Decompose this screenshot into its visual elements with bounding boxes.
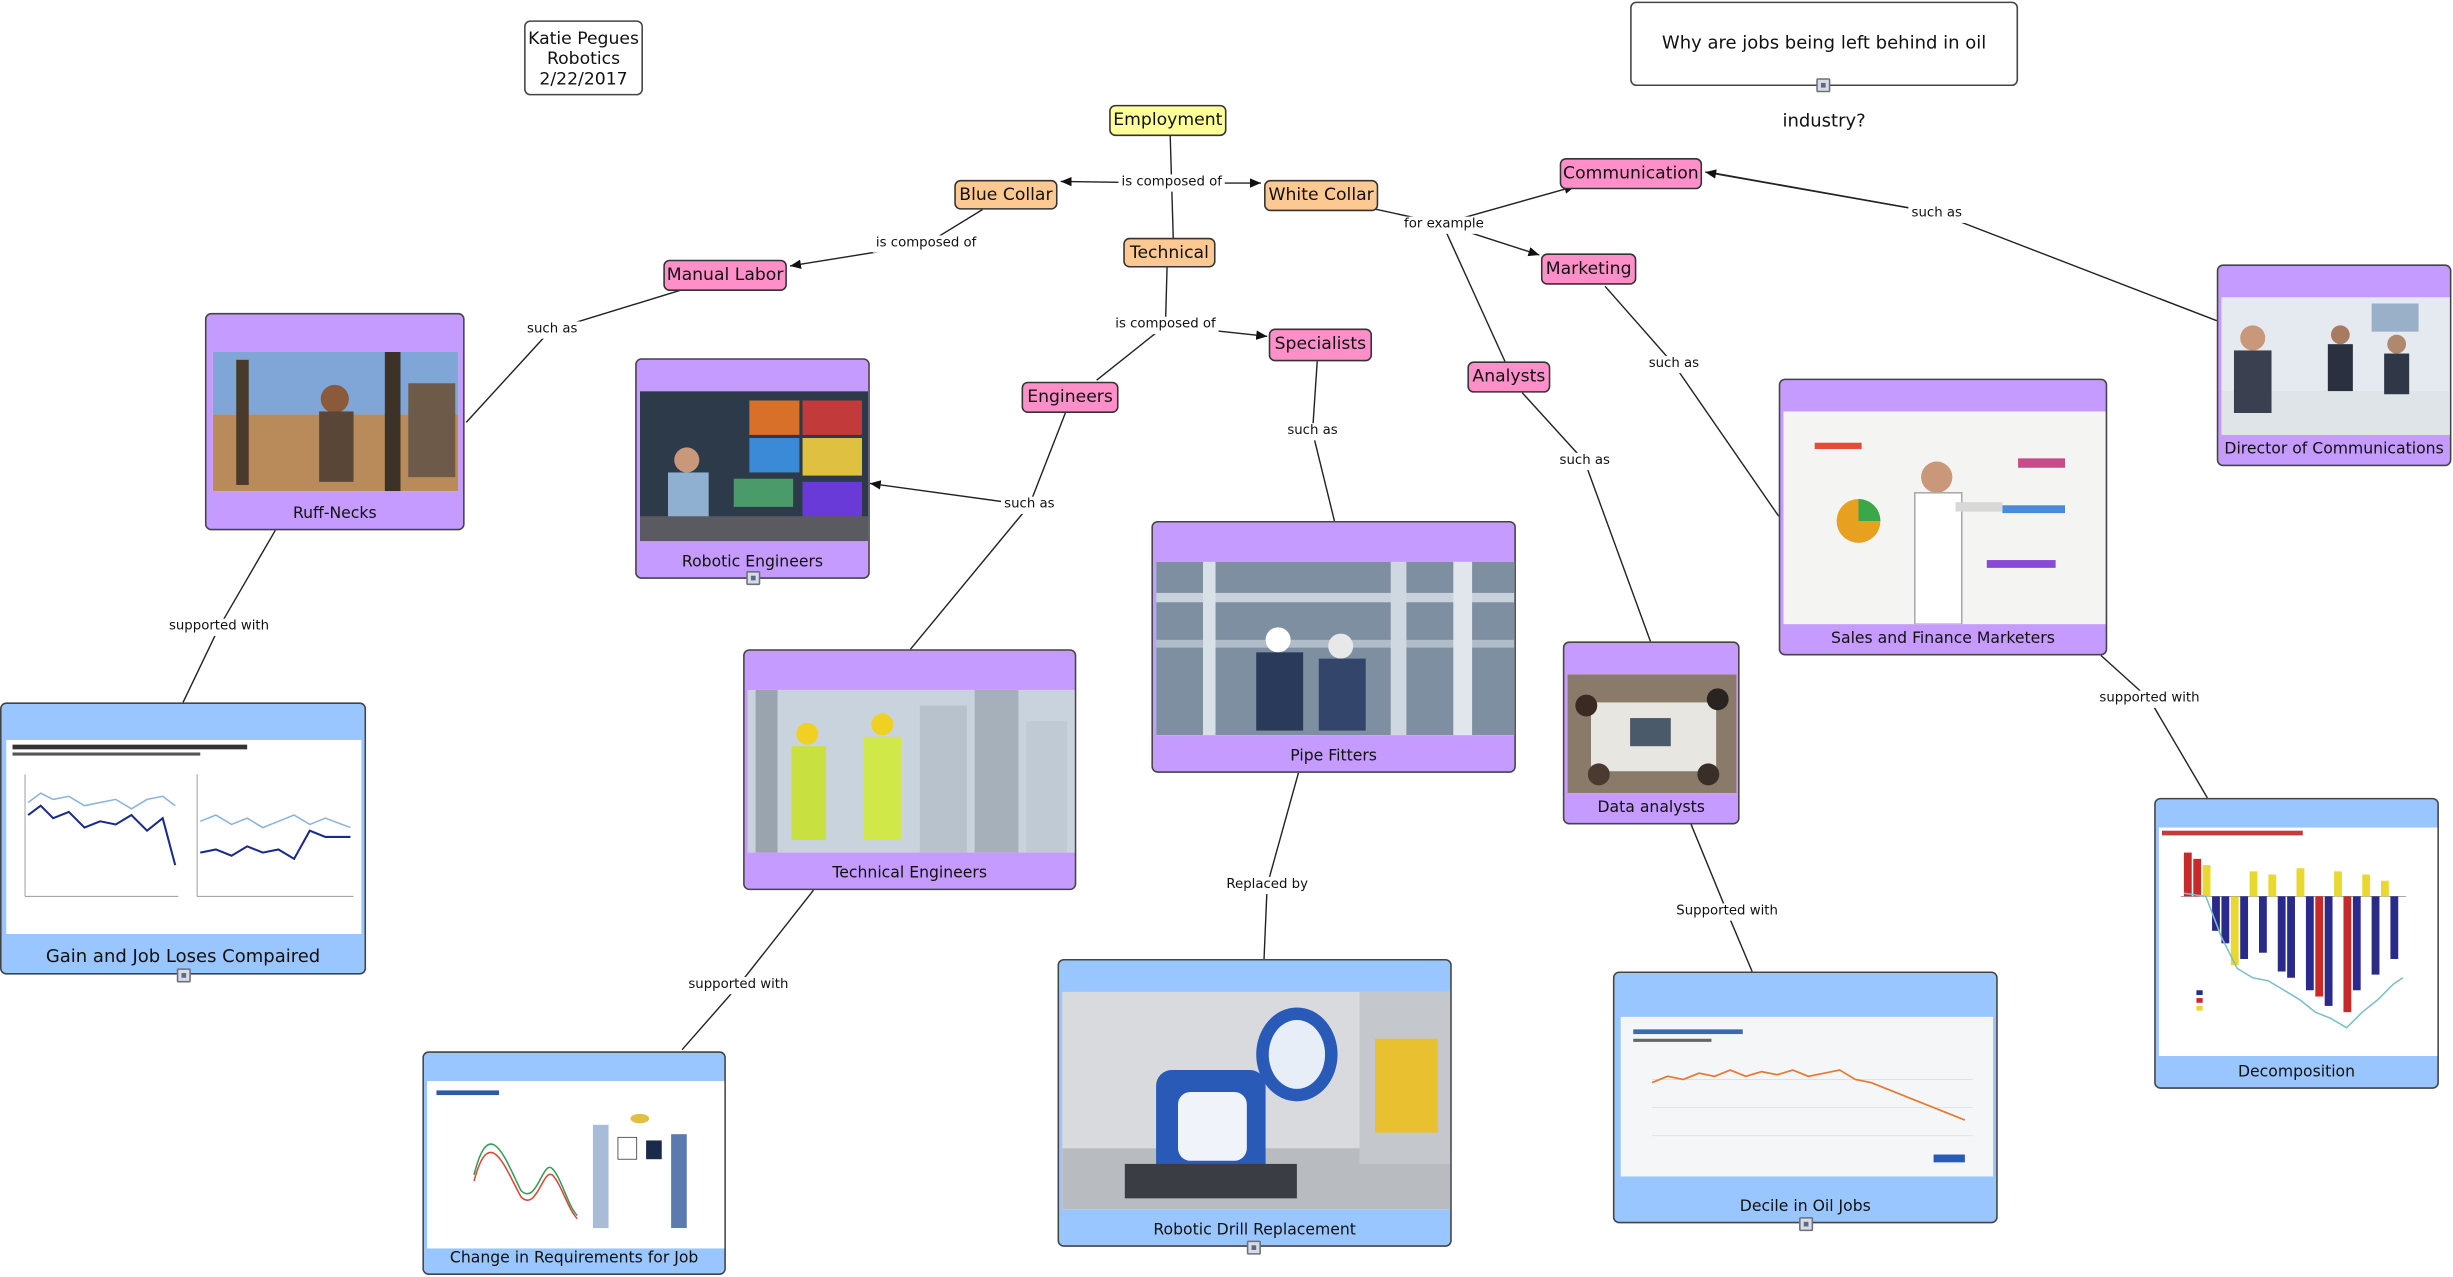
refinery-workers-photo [747, 689, 1075, 853]
link-label: such as [1645, 355, 1703, 374]
resource-attachment-icon[interactable] [1799, 1217, 1814, 1232]
link-label: such as [1556, 452, 1614, 471]
job-gains-chart-image [6, 739, 362, 934]
concept-communication[interactable]: Communication [1559, 158, 1703, 190]
robotic-drill-photo [1062, 991, 1451, 1210]
resource-attachment-icon[interactable] [746, 571, 761, 586]
card-caption: Technical Engineers [832, 865, 988, 883]
oil-rig-worker-photo [212, 351, 459, 492]
concept-white-collar[interactable]: White Collar [1264, 179, 1379, 212]
concept-marketing[interactable]: Marketing [1540, 253, 1637, 285]
card-sales-finance[interactable]: Sales and Finance Marketers [1778, 378, 2108, 656]
card-caption: Change in Requirements for Job [449, 1249, 699, 1268]
card-technical-engineers[interactable]: Technical Engineers [743, 649, 1077, 891]
link-label: is composed of [872, 235, 980, 253]
link-label: such as [523, 321, 581, 339]
card-caption: Robotic Engineers [681, 553, 824, 572]
card-director-communications[interactable]: Director of Communications [2216, 264, 2452, 467]
card-robotic-engineers[interactable]: Robotic Engineers [635, 358, 870, 579]
concept-blue-collar[interactable]: Blue Collar [954, 179, 1058, 210]
card-caption: Director of Communications [2224, 441, 2444, 459]
card-decomposition[interactable]: Decomposition [2154, 797, 2439, 1089]
oil-jobs-line-chart-image [1620, 1016, 1994, 1177]
link-label: is composed of [1118, 174, 1226, 192]
author-note[interactable]: Katie Pegues Robotics 2/22/2017 [524, 20, 643, 96]
concept-analysts[interactable]: Analysts [1467, 361, 1551, 393]
oil-price-decomposition-chart-image [2158, 827, 2438, 1056]
link-label: for example [1400, 216, 1487, 234]
card-data-analysts[interactable]: Data analysts [1562, 641, 1740, 825]
business-meeting-photo [2221, 297, 2450, 435]
pipe-fitters-photo [1156, 561, 1515, 736]
card-caption: Gain and Job Loses Compaired [45, 944, 321, 967]
resource-attachment-icon[interactable] [1246, 1240, 1261, 1255]
concept-engineers[interactable]: Engineers [1021, 381, 1119, 414]
concept-technical[interactable]: Technical [1123, 237, 1216, 268]
card-gain-job-loses[interactable]: Gain and Job Loses Compaired [0, 702, 367, 975]
concept-manual-labor[interactable]: Manual Labor [663, 259, 787, 291]
card-decile-oil-jobs[interactable]: Decile in Oil Jobs [1612, 971, 1998, 1224]
link-label: supported with [2096, 690, 2203, 708]
control-room-photo [639, 391, 869, 542]
card-caption: Ruff-Necks [292, 505, 377, 523]
link-label: supported with [165, 618, 273, 636]
card-caption: Decile in Oil Jobs [1739, 1198, 1871, 1216]
link-label: such as [1001, 496, 1058, 514]
whiteboard-sketch-photo [1783, 411, 2106, 625]
resource-attachment-icon[interactable] [176, 968, 191, 983]
card-pipe-fitters[interactable]: Pipe Fitters [1151, 520, 1516, 773]
card-caption: Data analysts [1597, 799, 1705, 817]
link-label: such as [1908, 205, 1966, 223]
card-change-requirements[interactable]: Change in Requirements for Job [422, 1051, 726, 1275]
card-caption: Decomposition [2237, 1063, 2356, 1082]
card-caption: Sales and Finance Marketers [1831, 630, 2055, 648]
date: 2/22/2017 [539, 68, 628, 90]
focus-question-text: Why are jobs being left behind in oil in… [1661, 31, 1987, 132]
card-caption: Robotic Drill Replacement [1153, 1221, 1356, 1240]
card-caption: Pipe Fitters [1290, 747, 1377, 765]
link-label: Replaced by [1223, 876, 1312, 895]
meeting-table-photo [1567, 674, 1737, 794]
card-ruff-necks[interactable]: Ruff-Necks [204, 312, 465, 531]
link-label: such as [1284, 423, 1341, 441]
resource-attachment-icon[interactable] [1816, 78, 1831, 93]
link-label: Supported with [1673, 903, 1782, 921]
concept-employment[interactable]: Employment [1109, 104, 1227, 137]
subject: Robotics [546, 48, 621, 69]
concept-specialists[interactable]: Specialists [1268, 328, 1372, 362]
link-label: supported with [685, 976, 792, 995]
experience-chart-image [427, 1081, 725, 1249]
author-name: Katie Pegues [528, 28, 639, 49]
link-label: is composed of [1112, 316, 1219, 334]
card-robotic-drill[interactable]: Robotic Drill Replacement [1057, 958, 1452, 1247]
focus-question[interactable]: Why are jobs being left behind in oil in… [1630, 1, 2019, 131]
